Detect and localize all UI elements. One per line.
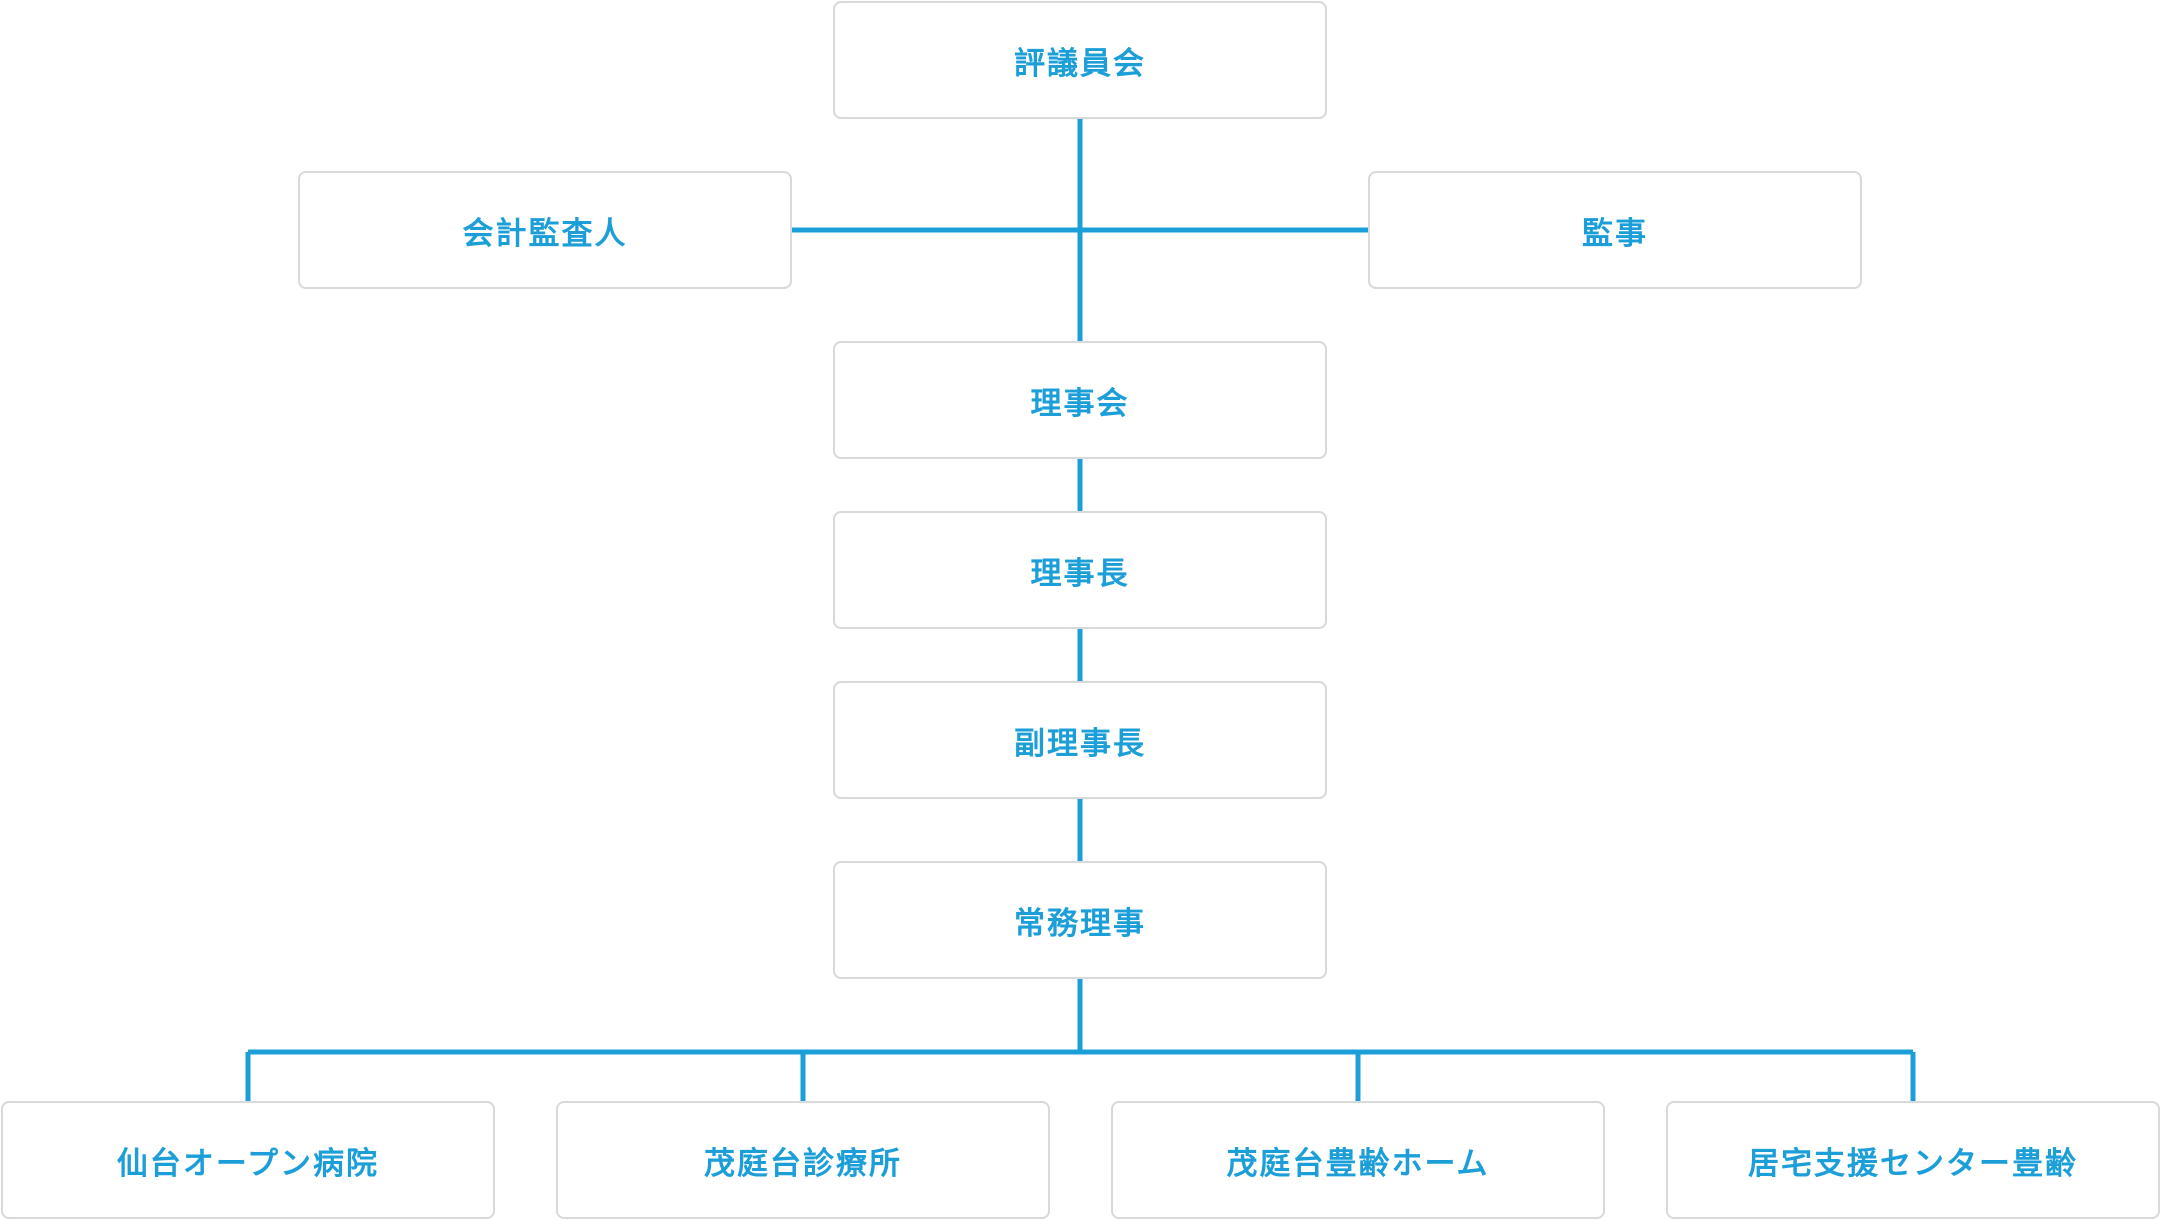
node-chairman: 理事長 (833, 511, 1327, 629)
node-auditor-label: 監事 (1582, 215, 1648, 252)
node-facility-label: 茂庭台診療所 (704, 1145, 902, 1182)
node-vice-chairman: 副理事長 (833, 681, 1327, 799)
node-council: 評議員会 (833, 1, 1327, 119)
node-chairman-label: 理事長 (1030, 555, 1130, 592)
node-facility-label: 仙台オープン病院 (116, 1145, 380, 1182)
node-board-label: 理事会 (1030, 385, 1130, 422)
node-facility: 茂庭台診療所 (556, 1101, 1050, 1219)
node-board: 理事会 (833, 341, 1327, 459)
node-council-label: 評議員会 (1014, 45, 1146, 82)
node-auditor: 監事 (1368, 171, 1862, 289)
node-accounting-auditor: 会計監査人 (298, 171, 792, 289)
node-facility: 仙台オープン病院 (1, 1101, 495, 1219)
node-vice-chairman-label: 副理事長 (1014, 725, 1146, 762)
node-executive-director: 常務理事 (833, 861, 1327, 979)
node-executive-director-label: 常務理事 (1014, 905, 1146, 942)
node-facility-label: 居宅支援センター豊齢 (1748, 1145, 2078, 1182)
node-facility-label: 茂庭台豊齢ホーム (1226, 1145, 1490, 1182)
node-accounting-auditor-label: 会計監査人 (462, 215, 628, 252)
node-facility: 茂庭台豊齢ホーム (1111, 1101, 1605, 1219)
node-facility: 居宅支援センター豊齢 (1666, 1101, 2160, 1219)
